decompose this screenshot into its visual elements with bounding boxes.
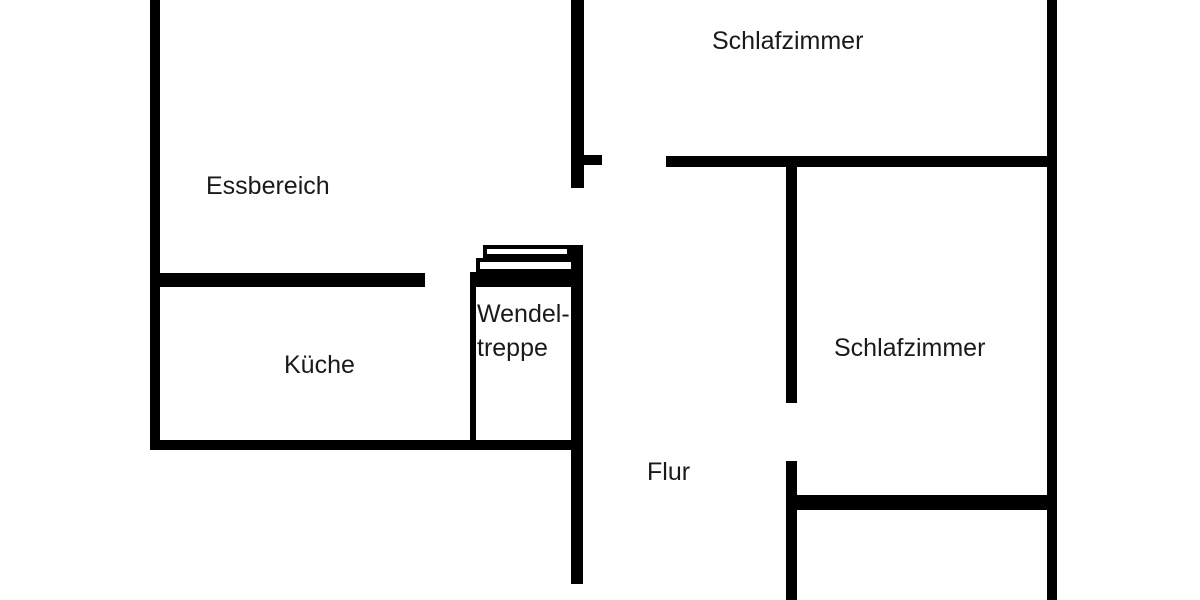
wall-kueche-divider xyxy=(150,273,425,287)
label-kueche: Küche xyxy=(284,351,355,379)
wall-left-exterior xyxy=(150,0,160,450)
wall-bedroom-bottom xyxy=(786,495,1057,510)
wall-shaft-top xyxy=(571,0,584,188)
label-schlafzimmer-top: Schlafzimmer xyxy=(712,27,864,55)
label-essbereich: Essbereich xyxy=(206,172,330,200)
stair-step-base xyxy=(470,272,578,287)
wall-stair-left xyxy=(470,287,476,440)
wall-flur-bedroom-lower xyxy=(786,461,797,600)
label-wendeltreppe: Wendel- treppe xyxy=(477,300,570,362)
wall-top-bedroom xyxy=(666,156,1047,167)
wall-right-exterior xyxy=(1047,0,1057,600)
label-schlafzimmer-right: Schlafzimmer xyxy=(834,334,986,362)
label-flur: Flur xyxy=(647,458,691,486)
wall-stair-right xyxy=(571,245,583,584)
stair-step-top xyxy=(483,245,571,258)
wall-kueche-bottom xyxy=(150,440,583,450)
stair-step-middle xyxy=(476,258,575,273)
wall-flur-bedroom-upper xyxy=(786,156,797,403)
wall-shaft-stub xyxy=(578,155,602,165)
